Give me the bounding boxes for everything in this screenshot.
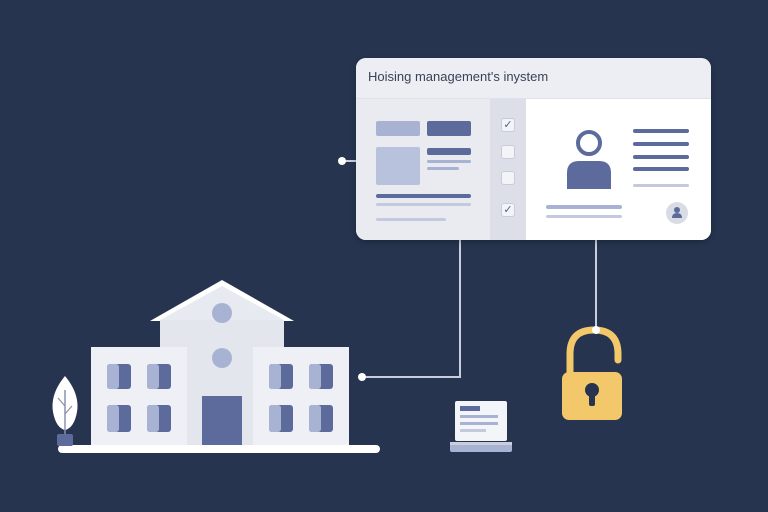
user-icon — [672, 207, 682, 218]
record-tag — [427, 121, 471, 136]
record-text-line — [376, 203, 471, 206]
laptop-icon — [450, 401, 512, 452]
profile-text-line — [633, 167, 689, 171]
profile-text-line — [633, 129, 689, 133]
connector-line-building — [362, 240, 461, 378]
profile-pane — [526, 99, 711, 240]
profile-text-line — [633, 142, 689, 146]
profile-text-line — [633, 184, 689, 187]
building-left-wing — [91, 347, 187, 445]
round-window — [212, 303, 232, 323]
record-text-line — [376, 194, 471, 198]
connector-node — [358, 373, 366, 381]
profile-text-line — [633, 155, 689, 159]
padlock-icon — [562, 326, 622, 420]
connector-node — [338, 157, 346, 165]
record-image — [376, 147, 420, 185]
window-title: Hoising management's inystem — [368, 69, 549, 84]
profile-avatar-button[interactable] — [666, 202, 688, 224]
round-window — [212, 348, 232, 368]
record-list-pane — [356, 99, 490, 240]
management-window: Hoising management's inystem ✓ ✓ — [356, 58, 711, 240]
record-text-line — [376, 218, 446, 221]
ground-line — [58, 445, 380, 453]
record-text-line — [427, 167, 459, 170]
plant-icon — [52, 376, 78, 446]
user-icon — [567, 130, 611, 189]
profile-text-line — [546, 205, 622, 209]
check-icon[interactable]: ✓ — [501, 203, 515, 217]
shield-icon[interactable] — [501, 145, 515, 159]
window-title-bar: Hoising management's inystem — [356, 58, 711, 99]
checklist-column: ✓ ✓ — [490, 99, 526, 240]
profile-text-line — [546, 215, 622, 218]
record-title-bar — [427, 148, 471, 155]
building-right-wing — [253, 347, 349, 445]
building-door — [202, 396, 242, 445]
record-thumb — [376, 121, 420, 136]
shield-icon[interactable] — [501, 171, 515, 185]
record-text-line — [427, 160, 471, 163]
check-icon[interactable]: ✓ — [501, 118, 515, 132]
